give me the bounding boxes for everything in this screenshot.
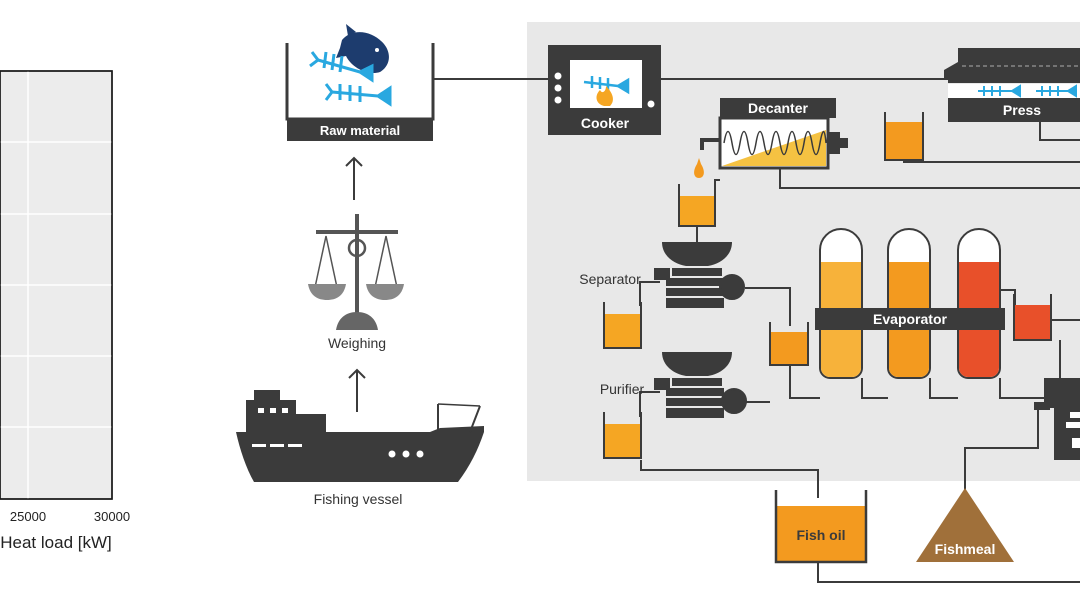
fishmeal-label: Fishmeal [935,541,996,557]
fish-skeleton-icon [309,51,374,83]
weighing-label: Weighing [328,335,386,351]
evaporator-label: Evaporator [873,311,947,327]
evaporator-column [819,228,863,379]
arrow-up-icon [345,156,363,200]
flame-icon [596,86,613,106]
cooker-label: Cooker [581,115,630,131]
x-tick-label: 30000 [94,509,130,524]
fish-skeleton-icon [978,84,1021,98]
press: Press [944,48,1080,122]
press-label: Press [1003,102,1041,118]
stickwater-tank [769,322,809,366]
dryer [1034,378,1080,460]
decanter-label: Decanter [748,100,808,116]
scale-icon [308,214,404,330]
separator-feed-tank [678,184,716,227]
drop-icon [694,158,704,178]
arrow-up-icon [348,368,366,412]
fish-oil-label: Fish oil [797,527,846,543]
purifier-label: Purifier [600,381,645,397]
x-tick-label: 25000 [10,509,46,524]
concentrate-tank [1013,294,1052,341]
raw-material-label: Raw material [320,123,400,138]
purifier-oil-tank [603,412,642,459]
fish-oil-tank: Fish oil [774,490,868,564]
ship-icon [236,390,484,482]
raw-material-bin: Raw material [285,24,435,141]
fishing-vessel-label: Fishing vessel [314,491,403,507]
fishmeal-pile: Fishmeal [916,488,1014,562]
evaporator-column [957,228,1001,379]
separator-oil-tank [603,302,642,349]
decanter: Decanter [694,98,848,178]
x-axis-label: Heat load [kW] [0,533,112,552]
separator [654,242,745,308]
fish-skeleton-icon [1036,84,1077,98]
separator-label: Separator [579,271,641,287]
purifier [654,352,747,418]
evaporator: Evaporator [815,228,1005,379]
fish-icon [336,24,389,74]
pipes [433,78,1080,583]
chart-fragment: 25000 30000 Heat load [kW] [0,70,130,552]
fish-skeleton-icon [583,76,630,95]
fish-skeleton-icon [324,83,392,107]
cooker: Cooker [548,45,661,135]
evaporator-column [887,228,931,379]
press-liquid-tank [884,112,924,161]
